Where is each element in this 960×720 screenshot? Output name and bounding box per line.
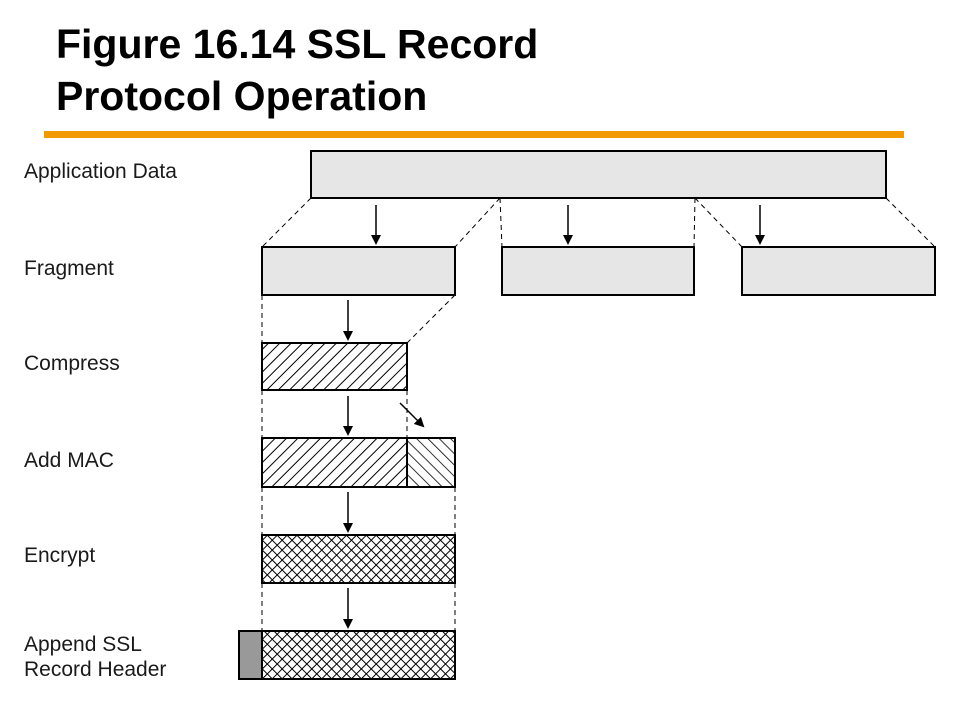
fragment-connectors xyxy=(261,197,936,248)
application-data-block xyxy=(310,150,887,199)
label-append-header-line-1: Append SSL xyxy=(24,633,142,656)
title-underline xyxy=(44,131,904,138)
ssl-header-block xyxy=(238,630,263,680)
fragment-arrows xyxy=(371,205,765,245)
label-compress: Compress xyxy=(24,352,120,375)
compress-block xyxy=(261,342,408,391)
title-line-1: Figure 16.14 SSL Record xyxy=(56,21,539,67)
mac-connectors xyxy=(261,390,408,438)
fragment-block-3 xyxy=(741,246,936,296)
label-encrypt: Encrypt xyxy=(24,544,96,567)
compress-connectors xyxy=(261,294,456,344)
fragment-block-2 xyxy=(501,246,695,296)
mac-diagonal-arrow xyxy=(399,402,425,428)
label-application-data: Application Data xyxy=(24,160,177,183)
mac-block xyxy=(406,437,456,488)
label-add-mac: Add MAC xyxy=(24,449,114,472)
title-line-2: Protocol Operation xyxy=(56,73,428,119)
page-title: Figure 16.14 SSL Record Protocol Operati… xyxy=(56,18,538,122)
label-fragment: Fragment xyxy=(24,257,114,280)
header-connectors xyxy=(261,583,456,631)
encrypt-connectors xyxy=(261,487,456,535)
label-append-header: Append SSL Record Header xyxy=(24,632,166,682)
mac-data-block xyxy=(261,437,408,488)
label-append-header-line-2: Record Header xyxy=(24,658,167,681)
encrypted-record-block xyxy=(261,630,456,680)
fragment-block-1 xyxy=(261,246,456,296)
encrypt-block xyxy=(261,534,456,584)
